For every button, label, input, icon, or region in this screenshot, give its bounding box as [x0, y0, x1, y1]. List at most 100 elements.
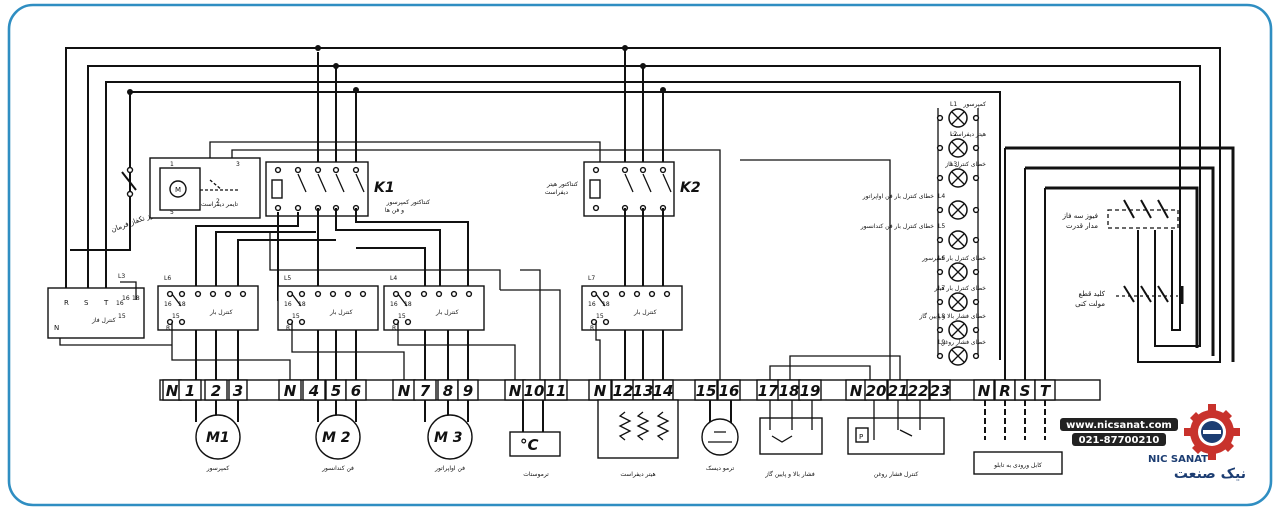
three-phase-fuse: فیوز سه فاز مدار قدرت: [1062, 199, 1179, 230]
terminal-cell: [906, 379, 930, 401]
terminal-label: N: [850, 382, 863, 400]
phase-caption: کنترل فاز: [91, 317, 116, 324]
lamp-l1: L1 کمپرسور: [936, 101, 986, 128]
lamp-text: خطای کنترل بار فن اواپراتور: [862, 193, 935, 200]
motor-m1: M1 کمپرسور: [195, 414, 241, 472]
phase-label-n: N: [54, 324, 59, 332]
lamp-tag: L4: [938, 193, 945, 200]
control-panel-evaporator: L4 16 18 15 R کنترل بار: [383, 275, 485, 332]
indicator-lamps: L1 کمپرسور L2 هیتر دیفراست L3 خطای کنترل…: [860, 101, 987, 366]
lamp-tag: L9: [938, 339, 945, 346]
website-text: www.nicsanat.com: [1066, 420, 1172, 431]
terminal-cell: [178, 379, 202, 401]
panel-pin: 16: [164, 301, 172, 308]
hp-lp-caption: فشار بالا و پایین گاز: [764, 470, 815, 478]
brand-block: www.nicsanat.com 021-87700210 NIC SANAT …: [1060, 404, 1246, 482]
lamp-text: خطای فشار روغن: [941, 339, 987, 346]
thermodisc: ترمو دیسک: [701, 400, 739, 472]
brand-en: NIC SANAT: [1148, 454, 1208, 465]
lamp-l6: L6 خطای کنترل بار کمپرسور: [921, 255, 986, 282]
brand-fa: نیک صنعت: [1174, 466, 1246, 482]
terminal-label: N: [978, 382, 991, 400]
heater-caption: هیتر دیفراست: [620, 471, 655, 478]
terminal-label: N: [166, 382, 179, 400]
k2-label: K2: [680, 180, 701, 196]
control-breaker-label-1: کلید قطع: [1079, 290, 1106, 298]
thermostat-symbol: °C: [520, 436, 539, 454]
lamp-text: خطای کنترل بار فن کندانسور: [860, 223, 935, 230]
motor-m1-caption: کمپرسور: [206, 465, 230, 472]
l3-tag: L3: [118, 273, 125, 280]
terminal-label: S: [1020, 382, 1031, 400]
lamp-tag: L6: [938, 255, 945, 262]
timer-pin-1: 1: [170, 161, 174, 168]
terminal-label: 6: [351, 382, 361, 400]
control-panel-compressor: L6 16 18 15 R کنترل بار: [157, 275, 259, 332]
panel-caption: کنترل بار: [633, 309, 657, 316]
motor-m2-caption: فن کندانسور: [321, 465, 354, 472]
panel-pin: 16: [284, 301, 292, 308]
lamp-tag: L3: [950, 161, 957, 168]
timer-pin-2: 2: [216, 198, 220, 205]
panel-pin: 15: [596, 313, 604, 320]
lamp-l2: L2 هیتر دیفراست: [936, 131, 986, 158]
lamp-text: خطای کنترل بار کمپرسور: [921, 255, 986, 262]
terminal-label: 16: [719, 382, 740, 400]
control-panel-condenser: L5 16 18 15 R کنترل بار: [277, 275, 379, 332]
k1-caption-2: و فن ها: [385, 207, 404, 214]
terminal-cell: [864, 379, 888, 401]
panel-pin: R: [392, 325, 396, 332]
gear-icon: [1184, 404, 1240, 460]
terminal-cell: [694, 379, 718, 401]
terminal-label: 10: [524, 382, 545, 400]
control-breaker-label-2: مولت کنی: [1075, 300, 1105, 308]
motor-m3: M 3 فن اواپراتور: [427, 414, 473, 472]
panel-pin: 18: [178, 301, 186, 308]
control-panel-heater: L7 16 18 15 R کنترل بار: [581, 275, 683, 332]
panel-caption: کنترل بار: [209, 309, 233, 316]
terminal-label: 18: [779, 382, 800, 400]
terminal-label: N: [398, 382, 411, 400]
motor-m3-caption: فن اواپراتور: [434, 465, 465, 472]
phase-label-t: T: [103, 299, 109, 307]
terminal-label: 17: [758, 382, 779, 400]
panel-pin: R: [590, 325, 594, 332]
terminal-label: 5: [331, 382, 341, 400]
control-breaker: کلید قطع مولت کنی: [1075, 285, 1184, 308]
oil-pressure-control: P کنترل فشار روغن: [847, 400, 945, 478]
lamp-text: خطای کنترل بار هیتر: [933, 285, 986, 292]
defrost-heater: هیتر دیفراست: [597, 399, 679, 478]
phase-label-r: R: [64, 299, 69, 307]
terminal-label: 2: [211, 382, 221, 400]
terminal-cell: [278, 379, 302, 401]
panel-pin: 16: [588, 301, 596, 308]
panel-tag: L7: [588, 275, 595, 282]
panel-tag: L5: [284, 275, 291, 282]
lamp-l9: L9 خطای فشار روغن: [936, 339, 987, 366]
terminal-label: 8: [443, 382, 453, 400]
panel-caption: کنترل بار: [329, 309, 353, 316]
lamp-tag: L8: [938, 313, 945, 320]
panel-pin: R: [286, 325, 290, 332]
panel-pin: 16: [390, 301, 398, 308]
oil-caption: کنترل فشار روغن: [874, 471, 919, 478]
lamp-l4: L4 خطای کنترل بار فن اواپراتور: [862, 193, 980, 220]
k1-caption-1: کنتاکتور کمپرسور: [386, 199, 430, 206]
terminal-label: N: [284, 382, 297, 400]
supply-caption: کابل ورودی به تابلو: [993, 462, 1042, 469]
terminal-label: 7: [420, 382, 431, 400]
terminal-label: 13: [633, 382, 654, 400]
terminal-label: T: [1040, 382, 1052, 400]
k1-contactor: K1 کنتاکتور کمپرسور و فن ها: [265, 161, 430, 217]
terminal-label: 11: [546, 382, 567, 400]
panel-pin: 15: [172, 313, 180, 320]
thermostat: °C ترموستات: [509, 400, 561, 478]
lamp-l7: L7 خطای کنترل بار هیتر: [933, 285, 986, 312]
panel-caption: کنترل بار: [435, 309, 459, 316]
oil-symbol: P: [859, 433, 863, 441]
phone-badge: [1072, 433, 1166, 446]
terminal-cell: [302, 379, 326, 401]
timer-pin-3: 3: [236, 161, 240, 168]
terminal-label: 15: [696, 382, 717, 400]
lamp-l3: L3 خطای کنترل فاز: [936, 161, 986, 188]
